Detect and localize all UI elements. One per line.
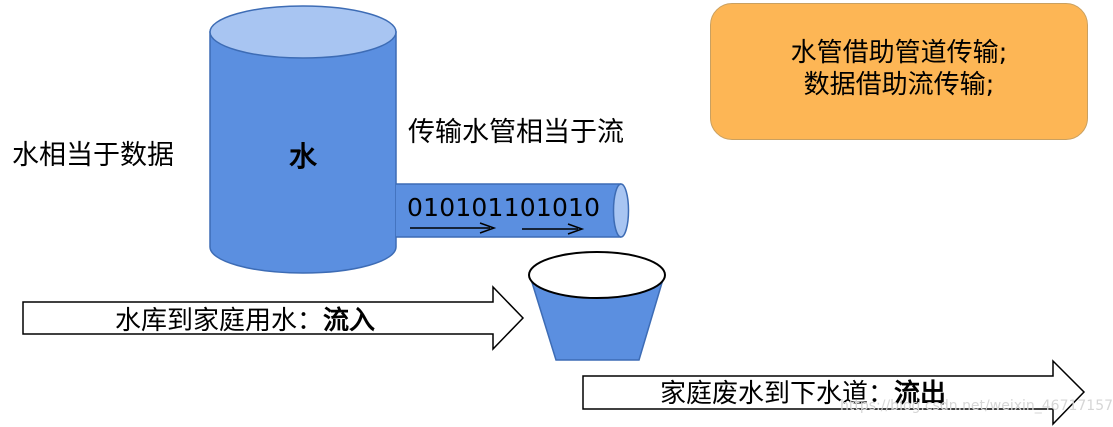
binary-data-label: 010101101010	[407, 193, 601, 222]
inflow-arrow	[22, 285, 525, 351]
flow-arrow-1	[410, 222, 497, 234]
tank-label: 水	[289, 140, 318, 173]
outflow-text: 家庭废水到下水道：	[660, 379, 895, 409]
note-box: 水管借助管道传输; 数据借助流传输;	[710, 3, 1088, 140]
flow-arrow-2	[522, 223, 585, 235]
inflow-label: 水库到家庭用水：流入	[115, 300, 375, 337]
outflow-arrow	[582, 359, 1086, 426]
watermark: https://blog.csdn.net/weixin_46717157	[840, 398, 1113, 414]
outflow-label: 家庭废水到下水道：流出	[660, 373, 946, 410]
outflow-bold: 流出	[894, 379, 947, 409]
water-tank	[209, 5, 397, 274]
note-line-2: 数据借助流传输;	[803, 70, 995, 100]
note-line-1: 水管借助管道传输;	[790, 38, 1008, 68]
water-equals-data-label: 水相当于数据	[12, 140, 174, 171]
inflow-text: 水库到家庭用水：	[115, 306, 324, 336]
pipe-equals-stream-label: 传输水管相当于流	[408, 117, 624, 148]
bucket	[528, 251, 666, 361]
inflow-bold: 流入	[323, 306, 376, 336]
